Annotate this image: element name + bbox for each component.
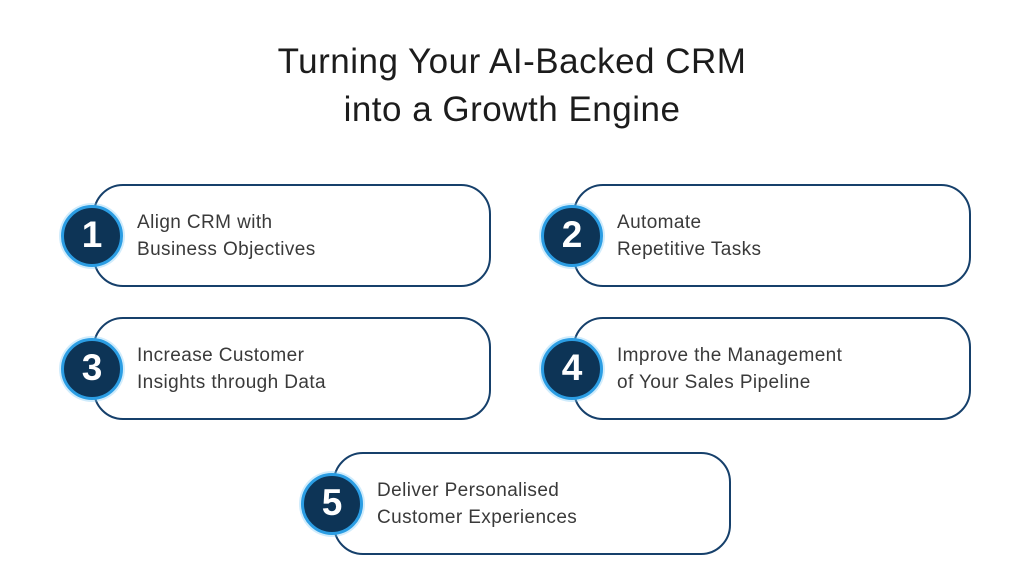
step-1-number-badge: 1 [61,204,123,267]
step-4-label: Improve the Management of Your Sales Pip… [617,342,842,396]
step-card-4: 4 Improve the Management of Your Sales P… [541,317,971,420]
title-line-2: into a Growth Engine [343,90,681,129]
step-2-number-badge: 2 [541,204,603,267]
step-card-2: 2 Automate Repetitive Tasks [541,184,971,287]
step-card-5: 5 Deliver Personalised Customer Experien… [301,452,731,555]
step-3-number: 3 [81,347,103,388]
title-line-1: Turning Your AI-Backed CRM [277,42,747,81]
step-4-label-line-2: of Your Sales Pipeline [617,371,811,393]
infographic-title: Turning Your AI-Backed CRM into a Growth… [0,38,1024,134]
step-1-number: 1 [81,214,103,255]
step-4-number: 4 [561,347,583,388]
step-1-label: Align CRM with Business Objectives [137,209,316,263]
step-4-number-badge: 4 [541,337,603,400]
step-2-label: Automate Repetitive Tasks [617,209,761,263]
step-5-label: Deliver Personalised Customer Experience… [377,477,577,531]
step-2-label-line-2: Repetitive Tasks [617,238,762,260]
step-4-label-line-1: Improve the Management [617,344,843,366]
step-1-label-line-1: Align CRM with [137,211,273,233]
step-5-number-badge: 5 [301,472,363,535]
step-card-3: 3 Increase Customer Insights through Dat… [61,317,491,420]
step-5-number: 5 [321,482,343,523]
step-2-number: 2 [561,214,583,255]
step-3-label: Increase Customer Insights through Data [137,342,326,396]
step-5-label-line-1: Deliver Personalised [377,479,560,501]
step-3-number-badge: 3 [61,337,123,400]
step-1-label-line-2: Business Objectives [137,238,316,260]
step-5-label-line-2: Customer Experiences [377,506,578,528]
step-3-label-line-1: Increase Customer [137,344,305,366]
step-card-1: 1 Align CRM with Business Objectives [61,184,491,287]
step-3-label-line-2: Insights through Data [137,371,327,393]
step-2-label-line-1: Automate [617,211,702,233]
